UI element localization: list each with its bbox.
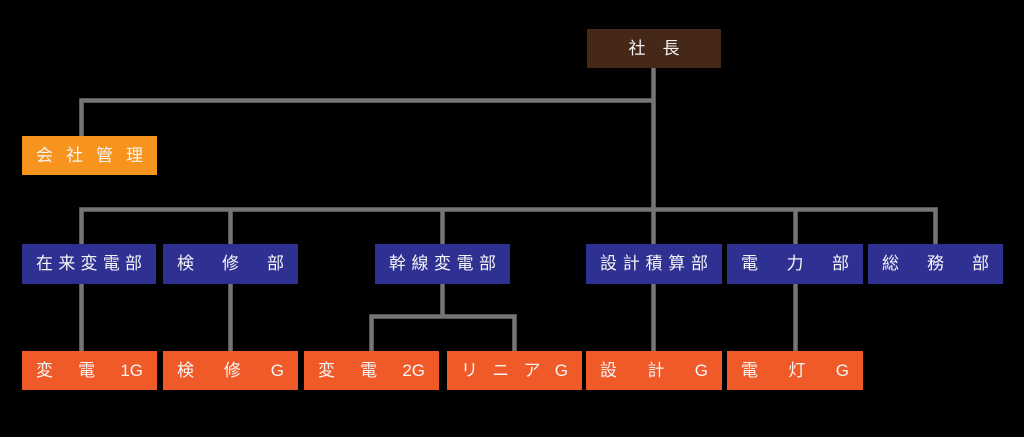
node-dept-design-estimation: 設計積算部 [586,244,722,284]
connector-trunk-subrail [369,314,517,353]
node-dept-trunk-substation: 幹線変電部 [375,244,510,284]
node-group-design-g: 設 計 G [586,351,722,390]
node-dept-conventional-substation: 在来変電部 [22,244,156,284]
node-dept-inspection: 検 修 部 [163,244,298,284]
node-president: 社 長 [587,29,721,68]
node-group-electric-light-g: 電 灯 G [727,351,863,390]
connector-company-admin [79,98,654,138]
node-company-admin: 会 社 管 理 [22,136,157,175]
node-group-inspection-g: 検 修 G [163,351,298,390]
node-dept-general-affairs: 総 務 部 [868,244,1003,284]
connector-department-rail [79,207,938,248]
node-group-linear-g: リ ニ ア G [447,351,582,390]
node-dept-power: 電 力 部 [727,244,863,284]
node-group-substation-1g: 変 電 1G [22,351,157,390]
node-group-substation-2g: 変 電 2G [304,351,439,390]
